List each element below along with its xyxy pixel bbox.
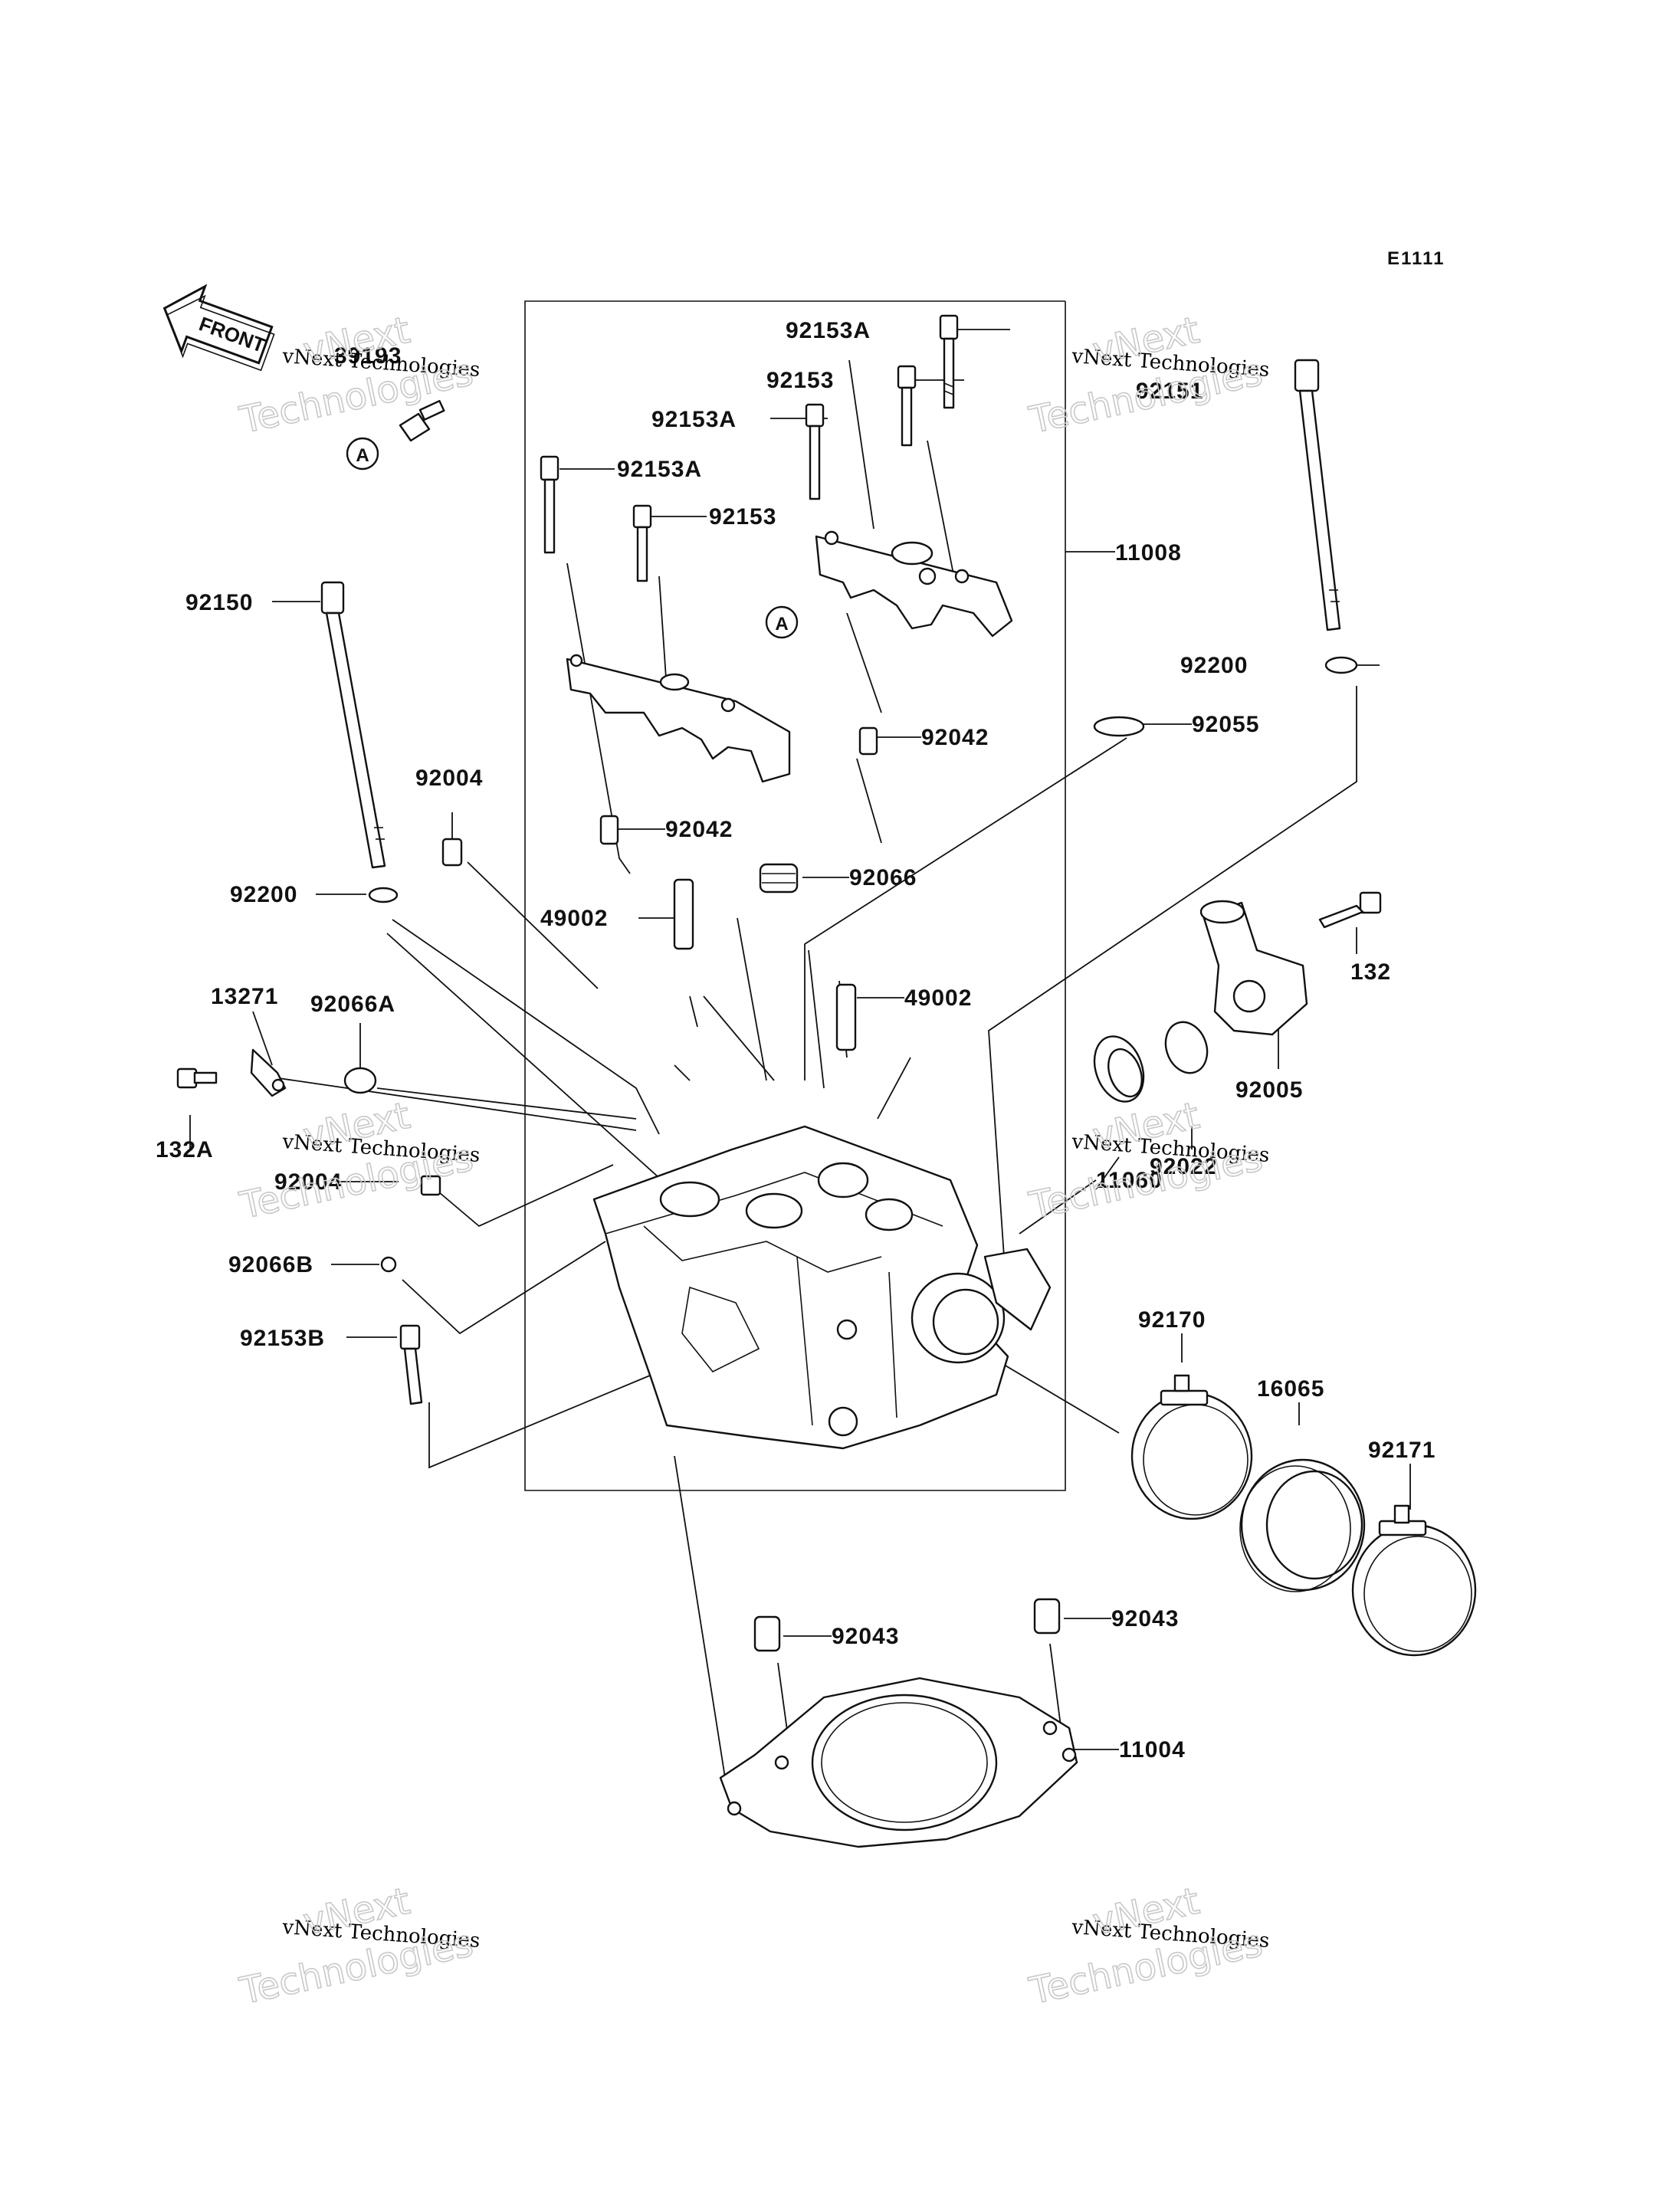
label-92042-2: 92042 bbox=[665, 817, 733, 842]
svg-text:A: A bbox=[775, 614, 788, 635]
label-92153A-3: 92153A bbox=[617, 457, 702, 482]
label-16065: 16065 bbox=[1257, 1376, 1324, 1402]
front-arrow-icon: FRONT bbox=[162, 284, 275, 372]
cylinder-head bbox=[592, 1125, 1052, 1450]
dowel-92042-left bbox=[599, 815, 619, 845]
plug-92066 bbox=[759, 863, 799, 894]
watermark-top-right: vNext Technologies vNext Technologies bbox=[1025, 308, 1270, 443]
oring-92022 bbox=[1164, 1021, 1209, 1074]
valve-guide-49002-right bbox=[835, 983, 857, 1051]
label-11004: 11004 bbox=[1119, 1737, 1186, 1763]
label-92151: 92151 bbox=[1136, 379, 1203, 404]
bolt-92153A-top bbox=[939, 314, 959, 409]
label-39193: 39193 bbox=[334, 343, 402, 369]
plug-92004-lower bbox=[420, 1175, 441, 1196]
bolt-132 bbox=[1318, 891, 1382, 929]
label-13271: 13271 bbox=[211, 984, 278, 1009]
label-92005: 92005 bbox=[1235, 1077, 1303, 1103]
bolt-92153-left bbox=[632, 504, 652, 582]
gasket-11004 bbox=[719, 1677, 1078, 1848]
svg-text:A: A bbox=[356, 445, 369, 466]
label-92200-2: 92200 bbox=[230, 882, 297, 907]
label-92153-2: 92153 bbox=[709, 504, 776, 530]
label-92170: 92170 bbox=[1138, 1307, 1206, 1333]
watermark-bottom-right: vNext Technologies vNext Technologies bbox=[1025, 1879, 1270, 2014]
bolt-132A bbox=[176, 1067, 218, 1089]
dowel-92043-right bbox=[1033, 1598, 1061, 1635]
watermark-mid-left: vNext Technologies vNext Technologies bbox=[235, 1094, 481, 1228]
label-92004-2: 92004 bbox=[274, 1169, 342, 1195]
label-11060: 11060 bbox=[1096, 1168, 1163, 1193]
plug-92066B bbox=[380, 1256, 397, 1273]
label-92171: 92171 bbox=[1368, 1438, 1436, 1463]
watermark-top-left: vNext Technologies vNext Technologies bbox=[235, 308, 481, 443]
bolt-92153B bbox=[399, 1324, 423, 1405]
label-11008: 11008 bbox=[1115, 540, 1182, 566]
label-92066: 92066 bbox=[849, 865, 917, 890]
watermark-mid-right: vNext Technologies vNext Technologies bbox=[1025, 1094, 1270, 1228]
label-92004-1: 92004 bbox=[415, 766, 483, 791]
label-92022: 92022 bbox=[1150, 1154, 1217, 1179]
washer-92200-right bbox=[1324, 656, 1358, 674]
label-92150: 92150 bbox=[185, 590, 253, 615]
plug-92066A bbox=[343, 1067, 377, 1094]
ref-marker-a-top: A bbox=[346, 437, 379, 471]
bolt-92153A-left bbox=[540, 455, 559, 554]
diagram-code: E1111 bbox=[1387, 248, 1445, 269]
leader-lines bbox=[189, 329, 1411, 1798]
label-92043-1: 92043 bbox=[832, 1624, 899, 1649]
label-92043-2: 92043 bbox=[1111, 1606, 1179, 1631]
label-92153B: 92153B bbox=[240, 1326, 325, 1351]
camshaft-cap-left bbox=[566, 654, 791, 783]
part-labels: 39193 92153A 92153 92153A 92153A 92153 9… bbox=[156, 318, 1436, 1763]
clamp-92171 bbox=[1351, 1504, 1477, 1657]
watermark-bottom-left: vNext Technologies vNext Technologies bbox=[235, 1879, 481, 2014]
label-92153-1: 92153 bbox=[766, 368, 834, 393]
washer-92200-left bbox=[368, 887, 399, 903]
label-92055: 92055 bbox=[1192, 712, 1259, 737]
label-92042-1: 92042 bbox=[921, 725, 989, 750]
label-49002-1: 49002 bbox=[540, 906, 608, 931]
label-49002-2: 49002 bbox=[904, 985, 972, 1011]
bolt-92153-top bbox=[897, 365, 917, 447]
bracket-13271 bbox=[250, 1048, 287, 1097]
dowel-92042-right bbox=[858, 726, 878, 756]
dowel-92043-left bbox=[753, 1615, 781, 1652]
holder-16065 bbox=[1239, 1458, 1366, 1592]
label-132: 132 bbox=[1350, 959, 1391, 985]
thermostat-housing-92005 bbox=[1199, 900, 1308, 1036]
seal-11060 bbox=[1093, 1035, 1145, 1103]
label-132A: 132A bbox=[156, 1137, 214, 1162]
oring-92055 bbox=[1093, 716, 1145, 737]
valve-guide-49002-left bbox=[673, 878, 694, 950]
assembly-frame bbox=[524, 300, 1066, 1491]
plug-92004-top bbox=[441, 838, 463, 867]
label-92066B: 92066B bbox=[228, 1252, 313, 1277]
stud-92151 bbox=[1294, 359, 1341, 631]
stud-92150 bbox=[320, 581, 386, 869]
ref-marker-a-mid: A bbox=[765, 605, 799, 639]
bolt-39193 bbox=[399, 399, 445, 442]
label-92200-1: 92200 bbox=[1180, 653, 1248, 678]
label-92153A-1: 92153A bbox=[786, 318, 871, 343]
bolt-92153A-mid bbox=[805, 403, 825, 500]
label-92066A: 92066A bbox=[310, 992, 395, 1017]
camshaft-cap-right bbox=[815, 530, 1013, 638]
clamp-92170 bbox=[1130, 1374, 1253, 1520]
label-92153A-2: 92153A bbox=[651, 407, 737, 432]
